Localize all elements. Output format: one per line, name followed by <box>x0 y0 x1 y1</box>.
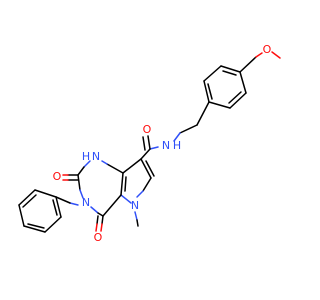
bond <box>173 132 181 142</box>
bond <box>69 202 79 206</box>
bond <box>142 177 152 192</box>
bond <box>220 65 241 73</box>
bond <box>147 135 151 150</box>
bond <box>120 172 124 196</box>
bond <box>203 65 222 82</box>
bond <box>124 176 127 192</box>
bond <box>271 51 281 59</box>
bond <box>34 189 57 198</box>
bond <box>97 212 104 217</box>
bond <box>77 166 85 176</box>
atom-labels: O N H O H N O N O N <box>53 43 272 244</box>
atom-label-carbonyl-oxygen: O <box>143 123 152 136</box>
bond <box>44 216 62 233</box>
bond <box>149 146 159 150</box>
bond <box>145 160 155 177</box>
bond <box>228 91 242 104</box>
bond <box>255 52 263 58</box>
bond <box>95 223 98 232</box>
bond <box>55 196 71 204</box>
bond <box>222 70 237 76</box>
bond <box>83 160 91 168</box>
atom-label-amide-hydrogen: H <box>173 139 181 152</box>
atom-label-n5-nitrogen: N <box>131 199 139 212</box>
atom-label-amide-nitrogen: N <box>162 139 170 152</box>
bond <box>52 199 58 216</box>
bond <box>203 80 210 103</box>
bond <box>208 101 231 109</box>
atom-label-n1-hydrogen: H <box>82 150 90 163</box>
bond <box>90 206 99 214</box>
bond <box>229 92 247 109</box>
atom-label-methoxy-oxygen: O <box>263 43 272 56</box>
bond <box>102 194 122 217</box>
bond <box>136 190 144 198</box>
bond <box>120 194 132 204</box>
bond <box>101 215 104 225</box>
bond <box>134 211 138 221</box>
bond <box>179 124 198 134</box>
bond <box>207 83 213 100</box>
atom-label-c4-oxygen: O <box>94 231 103 244</box>
bond <box>142 136 146 151</box>
bond <box>239 56 257 73</box>
bond <box>196 101 210 126</box>
bond <box>106 163 124 174</box>
bond <box>27 223 45 229</box>
bond <box>122 158 142 174</box>
atom-label-n1-nitrogen: N <box>92 150 100 163</box>
bond <box>18 204 25 227</box>
bond <box>140 148 151 160</box>
bond <box>55 196 62 218</box>
bond <box>79 189 84 199</box>
molecule-structure: O N H O H N O N O N <box>18 43 281 244</box>
bond <box>18 189 36 206</box>
bond <box>22 194 37 208</box>
bond <box>23 225 46 233</box>
bond <box>239 71 247 94</box>
atom-label-n3-nitrogen: N <box>82 196 90 209</box>
bonds <box>18 51 281 233</box>
bond <box>96 215 99 225</box>
bond <box>100 223 103 232</box>
bond <box>136 219 139 227</box>
bond <box>140 158 152 179</box>
bond <box>77 174 81 191</box>
atom-label-c2-oxygen: O <box>53 170 62 183</box>
bond <box>101 160 108 165</box>
